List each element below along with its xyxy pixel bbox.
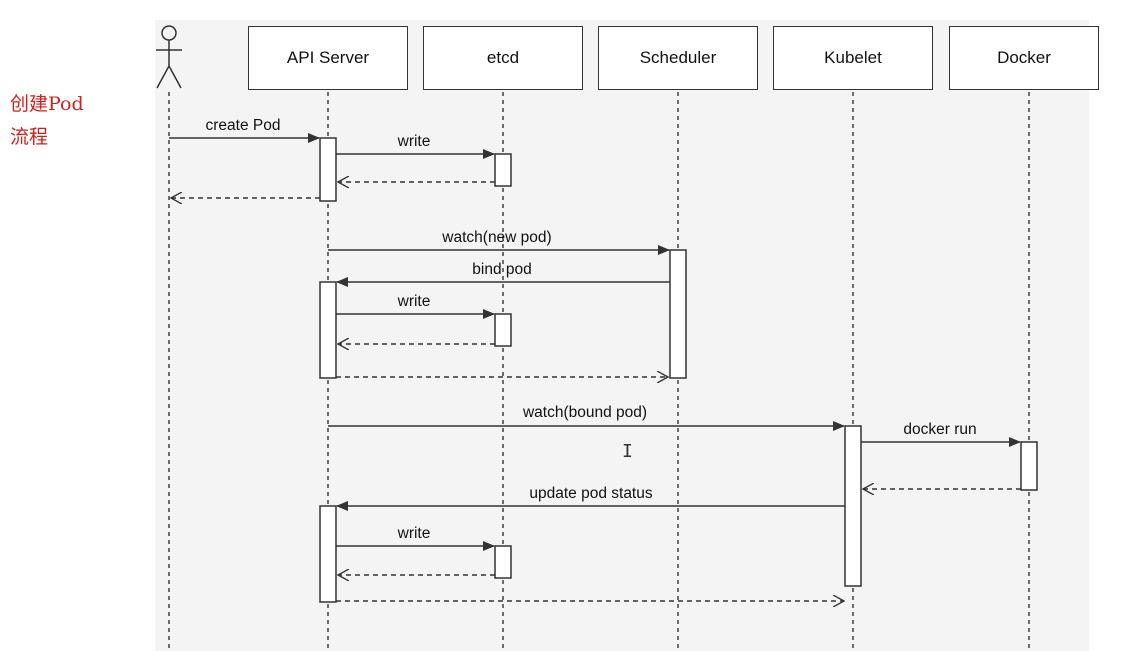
label-create-pod: create Pod <box>205 117 281 134</box>
sequence-diagram: API Server etcd Scheduler Kubelet Docker… <box>155 20 1099 651</box>
label-bind-pod: bind pod <box>472 261 532 278</box>
caption-line-2: 流程 <box>10 126 49 148</box>
activation-etcd-1 <box>494 153 512 187</box>
text-cursor-icon: I <box>622 441 633 462</box>
activation-etcd-3 <box>494 545 512 579</box>
label-watch-new-pod: watch(new pod) <box>442 229 552 246</box>
activation-api-1 <box>319 137 337 202</box>
label-write-2: write <box>397 293 431 310</box>
activation-kubelet <box>844 425 862 587</box>
user-actor-icon <box>156 25 182 89</box>
participant-scheduler: Scheduler <box>598 26 758 90</box>
caption-line-1: 创建Pod <box>10 93 84 115</box>
participant-kubelet: Kubelet <box>773 26 933 90</box>
activation-etcd-2 <box>494 313 512 347</box>
label-docker-run: docker run <box>903 421 977 438</box>
label-watch-bound-pod: watch(bound pod) <box>522 404 648 421</box>
diagram-caption: 创建Pod 流程 <box>10 88 84 154</box>
label-write-3: write <box>397 525 431 542</box>
label-write-1: write <box>397 133 431 150</box>
label-update-pod-status: update pod status <box>529 485 653 502</box>
activation-api-2 <box>319 281 337 379</box>
participant-etcd: etcd <box>423 26 583 90</box>
participant-docker: Docker <box>949 26 1099 90</box>
sequence-lines <box>156 25 1038 651</box>
activation-scheduler <box>669 249 687 379</box>
activation-docker <box>1020 441 1038 491</box>
participant-api-server: API Server <box>248 26 408 90</box>
activation-api-3 <box>319 505 337 603</box>
